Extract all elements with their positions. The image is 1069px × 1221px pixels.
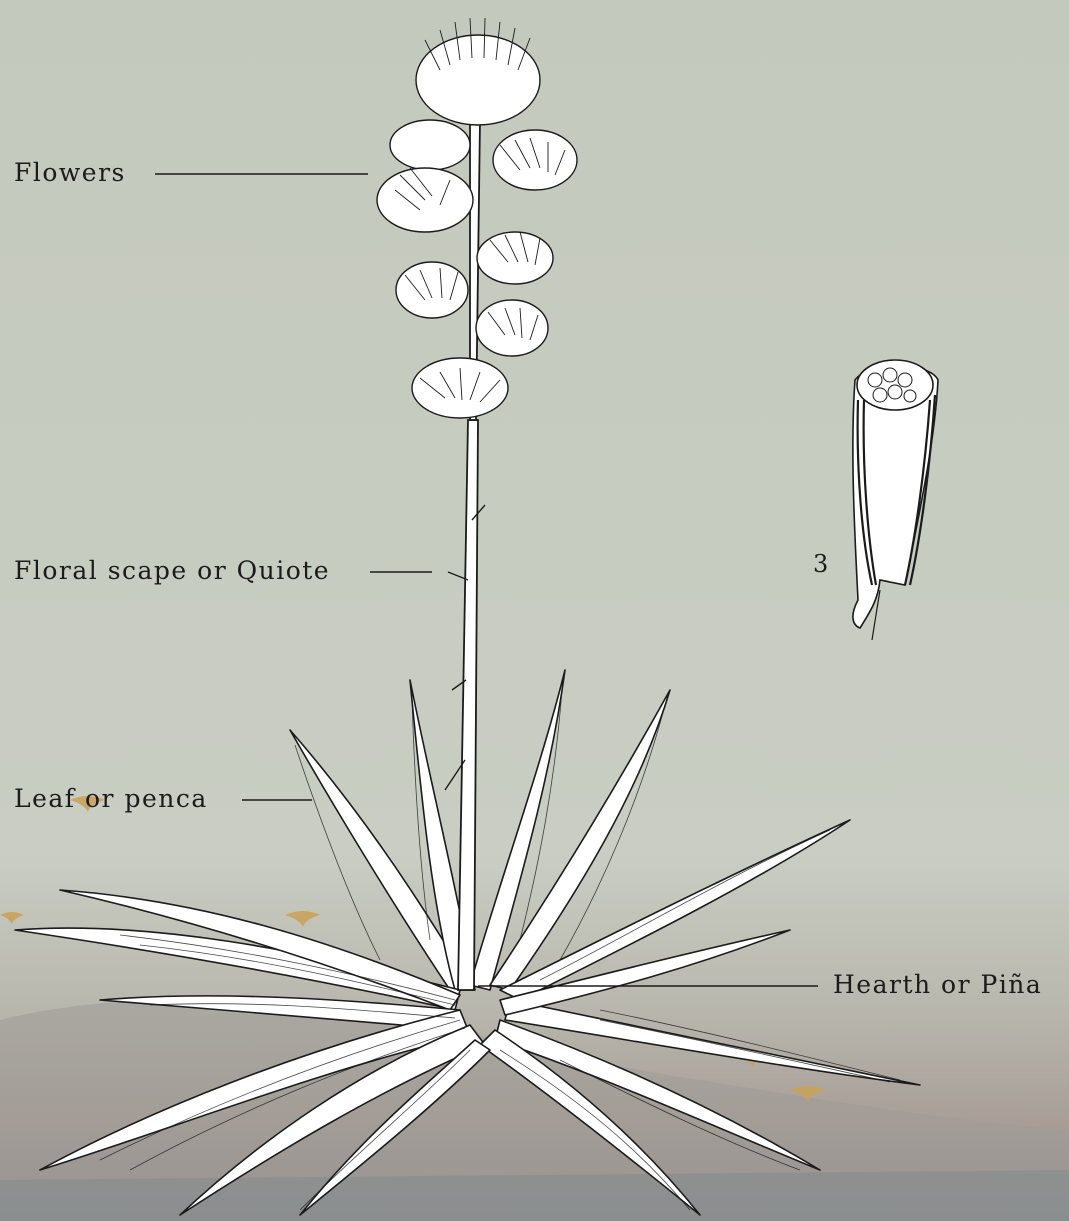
flower-cluster <box>390 120 470 170</box>
figure-number: 3 <box>813 550 830 578</box>
label-leaf: Leaf or penca <box>14 784 208 813</box>
label-floral-scape: Floral scape or Quiote <box>14 556 330 585</box>
bird-icon <box>285 911 320 927</box>
flower-cluster <box>493 130 577 190</box>
floral-scape <box>458 120 480 990</box>
flower-cluster <box>412 358 508 418</box>
label-flowers: Flowers <box>14 158 126 187</box>
bird-icon <box>0 912 24 924</box>
flower-cluster <box>477 232 553 284</box>
label-hearth: Hearth or Piña <box>833 970 1042 999</box>
flower-cluster <box>416 35 540 125</box>
flower-cluster <box>396 262 468 318</box>
